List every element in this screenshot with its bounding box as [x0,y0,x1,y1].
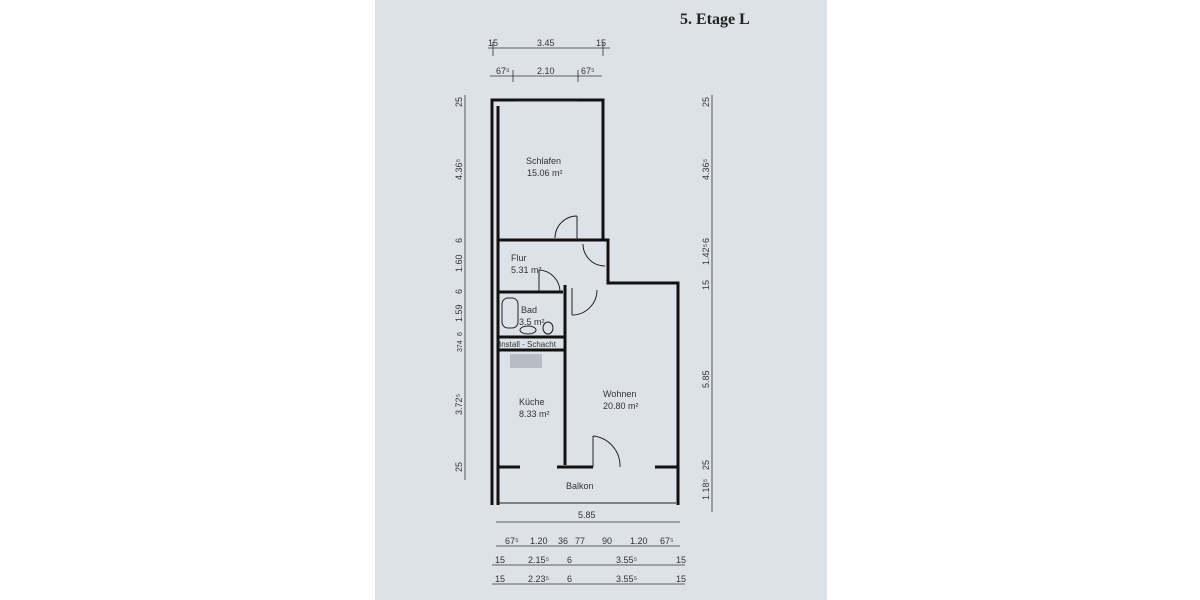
dimension-label: 5.85 [701,370,711,388]
dimension-label: Schlafen [526,156,561,166]
plan-title: 5. Etage L [680,11,750,28]
dimension-label: 15 [495,555,505,565]
dimension-label: 6 [454,289,464,294]
dimension-label: 8.33 m² [519,409,550,419]
dimension-label: 90 [602,536,612,546]
dimension-label: 3.5 m² [519,317,545,327]
dimension-label: Bad [521,305,537,315]
bottom-dimensions: 5.85 67⁵ 1.20 36 77 90 1.20 67⁵ 15 2.15⁵… [492,510,686,585]
dimension-label: 15 [488,38,498,48]
dimension-label: 25 [454,462,464,472]
dimension-label: 2.15⁵ [528,555,550,565]
dimension-label: Flur [511,253,527,263]
dimension-label: 3.55⁵ [616,574,638,584]
dimension-label: Küche [519,397,545,407]
dimension-label: 6 [701,238,711,243]
doors [538,215,621,468]
top-dimensions: 15 3.45 15 67⁵ 2.10 67⁵ [488,38,610,82]
dimension-label: 6 [567,574,572,584]
dimension-label: 25 [701,460,711,470]
dimension-label: 2.23⁵ [528,574,550,584]
dimension-label: 1.20 [630,536,648,546]
dimension-label: 1.59 [454,304,464,322]
dimension-label: 3.45 [537,38,555,48]
dimension-label: 1.20 [530,536,548,546]
dimension-label: 1.42⁵ [701,243,711,265]
dimension-label: 67⁵ [581,66,595,76]
dimension-label: 67⁵ [496,66,510,76]
dimension-label: 15 [701,280,711,290]
dimension-label: 3.55⁵ [616,555,638,565]
bathtub-icon [501,297,519,329]
dimension-label: 2.10 [537,66,555,76]
dimension-label: 77 [575,536,585,546]
dimension-label: 5.85 [578,510,596,520]
stove-icon [510,354,542,368]
dimension-label: 6 [567,555,572,565]
dimension-label: 6 [454,238,464,243]
dimension-label: 1.60 [454,254,464,272]
dimension-label: 15 [676,574,686,584]
dimension-label: 67⁵ [505,536,519,546]
room-labels: Schlafen 15.06 m² Flur 5.31 m² Bad 3.5 m… [499,156,639,491]
dimension-label: Balkon [566,481,594,491]
dimension-label: Install - Schacht [499,340,557,349]
dimension-label: 15 [596,38,606,48]
dimension-label: 67⁵ [660,536,674,546]
dimension-label: 15 [495,574,505,584]
dimension-label: 374 [457,340,464,352]
walls [490,98,680,505]
dimension-label: 20.80 m² [603,401,639,411]
dimension-label: 4.36⁵ [701,158,711,180]
left-dimensions: 25 4.36⁵ 6 1.60 6 1.59 6 374 3.72⁵ 25 [454,95,466,480]
sink-icon [519,325,537,335]
dimension-label: 3.72⁵ [454,393,464,415]
dimension-label: 36 [558,536,568,546]
dimension-label: 15 [676,555,686,565]
dimension-label: 1.18⁵ [701,478,711,500]
dimension-label: 25 [454,97,464,107]
fixtures [501,297,554,368]
toilet-icon [542,321,554,335]
right-dimensions: 25 4.36⁵ 6 1.42⁵ 15 5.85 25 1.18⁵ [701,95,713,512]
dimension-label: Wohnen [603,389,636,399]
dimension-label: 25 [701,97,711,107]
dimension-label: 4.36⁵ [454,158,464,180]
dimension-label: 6 [457,332,464,336]
dimension-label: 15.06 m² [527,168,563,178]
dimension-label: 5.31 m² [511,265,542,275]
